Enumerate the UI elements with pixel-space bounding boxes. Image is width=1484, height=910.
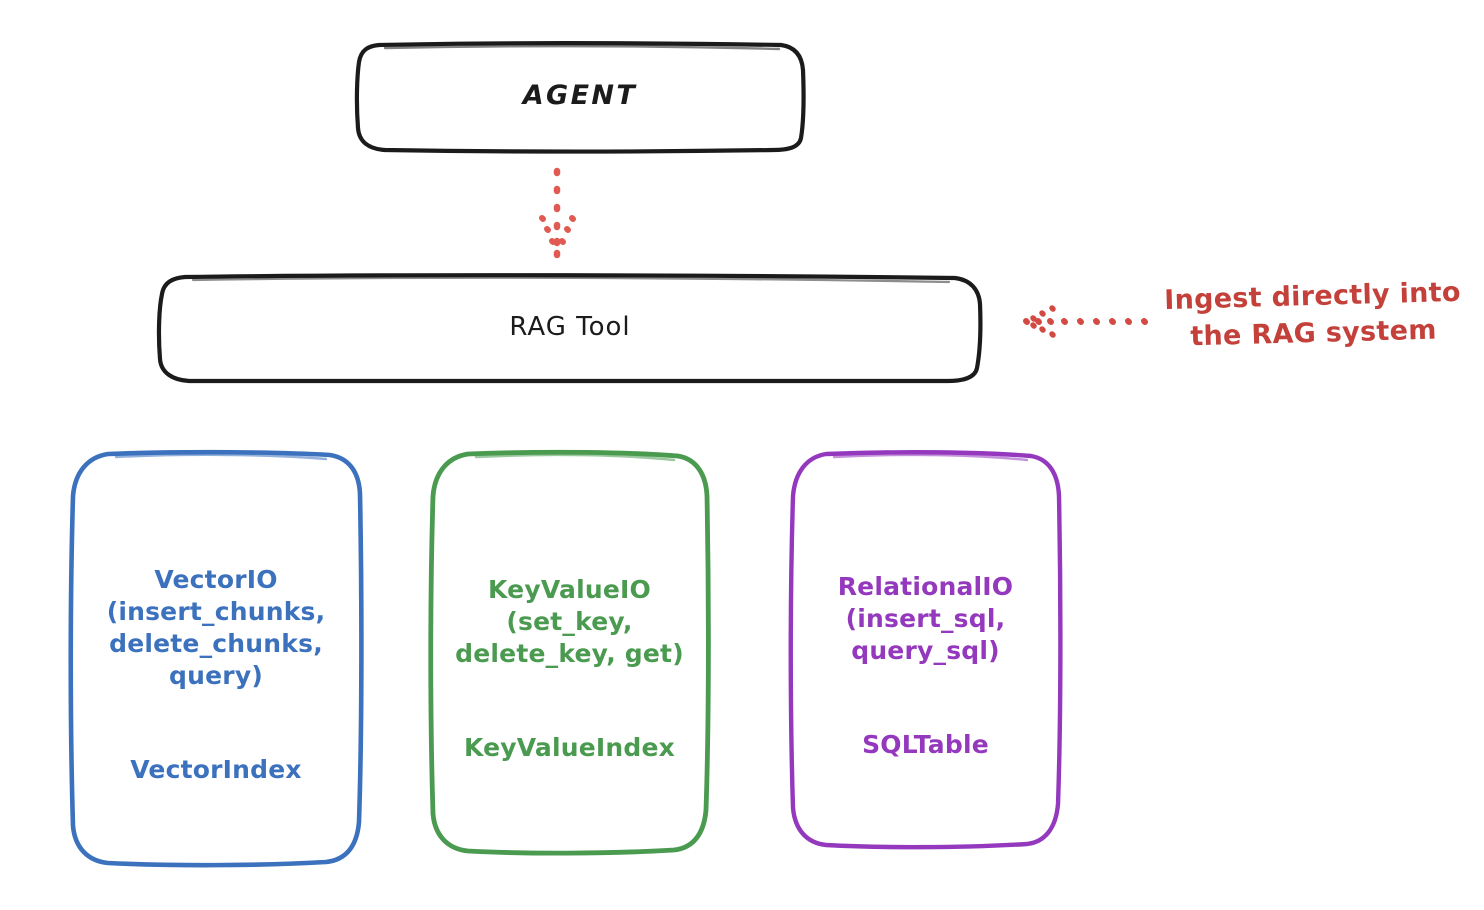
relational-io-node[interactable]: RelationalIO (insert_sql, query_sql) SQL… bbox=[788, 450, 1063, 850]
relational-io-methods: RelationalIO (insert_sql, query_sql) bbox=[837, 572, 1014, 665]
agent-to-rag-tool-arrow bbox=[539, 167, 576, 259]
ingest-annotation-line-1: Ingest directly into bbox=[1163, 276, 1462, 317]
ingest-annotation-arrow bbox=[1023, 305, 1148, 338]
vector-io-label: VectorIO (insert_chunks, delete_chunks, … bbox=[107, 532, 326, 786]
key-value-io-index: KeyValueIndex bbox=[463, 733, 676, 762]
relational-io-index: SQLTable bbox=[862, 730, 989, 759]
key-value-io-node[interactable]: KeyValueIO (set_key, delete_key, get) Ke… bbox=[428, 449, 711, 856]
vector-io-methods: VectorIO (insert_chunks, delete_chunks, … bbox=[106, 565, 326, 690]
rag-tool-label: RAG Tool bbox=[509, 311, 631, 342]
vector-io-index: VectorIndex bbox=[130, 755, 302, 784]
key-value-io-label: KeyValueIO (set_key, delete_key, get) Ke… bbox=[455, 542, 684, 764]
spacer bbox=[107, 692, 326, 722]
relational-io-label: RelationalIO (insert_sql, query_sql) SQL… bbox=[838, 539, 1014, 761]
agent-label: AGENT bbox=[522, 80, 638, 112]
spacer bbox=[455, 670, 684, 700]
arrowhead bbox=[539, 215, 576, 245]
arrowhead bbox=[1030, 305, 1056, 338]
ingest-annotation-text: Ingest directly into the RAG system bbox=[1147, 273, 1479, 357]
key-value-io-methods: KeyValueIO (set_key, delete_key, get) bbox=[455, 575, 684, 668]
spacer bbox=[838, 667, 1014, 697]
ingest-annotation-line-2: the RAG system bbox=[1189, 314, 1438, 353]
agent-node[interactable]: AGENT bbox=[354, 40, 806, 154]
vector-io-node[interactable]: VectorIO (insert_chunks, delete_chunks, … bbox=[68, 449, 364, 868]
rag-tool-node[interactable]: RAG Tool bbox=[156, 272, 983, 385]
